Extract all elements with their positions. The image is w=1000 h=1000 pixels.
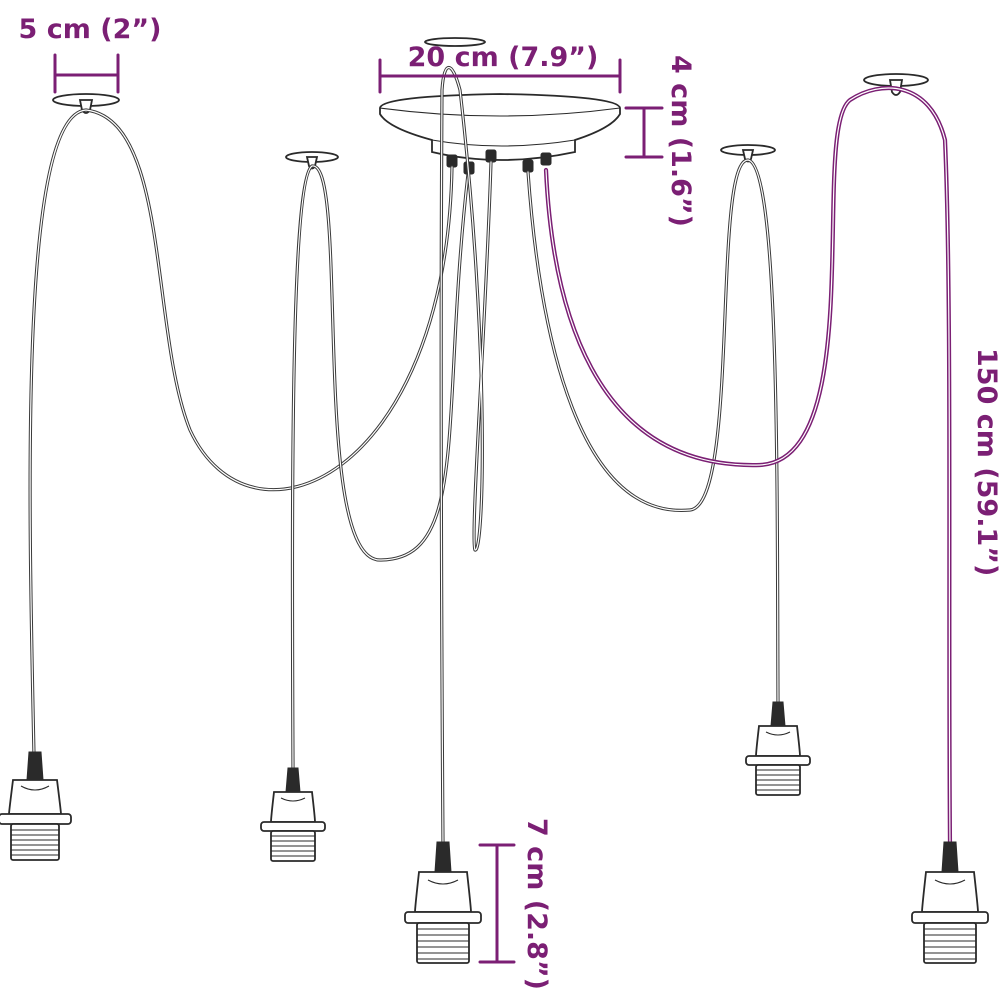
canopy-height-dimension: 4 cm (1.6”): [624, 55, 696, 227]
hook-width-label: 5 cm (2”): [19, 14, 162, 45]
lamp-socket-1: [0, 751, 72, 861]
cable-4: [526, 158, 780, 707]
ceiling-canopy: [379, 37, 621, 175]
cable-3: [439, 66, 493, 847]
cable-1: [28, 108, 454, 757]
canopy-height-label: 4 cm (1.6”): [665, 55, 696, 227]
canopy-width-dimension: 20 cm (7.9”): [378, 42, 622, 94]
lamp-socket-5: [911, 841, 989, 964]
socket-height-dimension: 7 cm (2.8”): [478, 818, 552, 990]
lamp-socket-2: [260, 767, 326, 862]
lamp-socket-4: [745, 701, 811, 796]
cable-length-dimension: 150 cm (59.1”): [971, 348, 1000, 576]
hook-width-dimension: 5 cm (2”): [19, 14, 162, 94]
lamp-socket-3: [404, 841, 482, 964]
cable-5-highlighted: [543, 85, 953, 848]
cable-length-label: 150 cm (59.1”): [971, 348, 1000, 576]
cable-2: [290, 164, 470, 772]
socket-height-label: 7 cm (2.8”): [521, 818, 552, 990]
canopy-width-label: 20 cm (7.9”): [408, 42, 599, 73]
